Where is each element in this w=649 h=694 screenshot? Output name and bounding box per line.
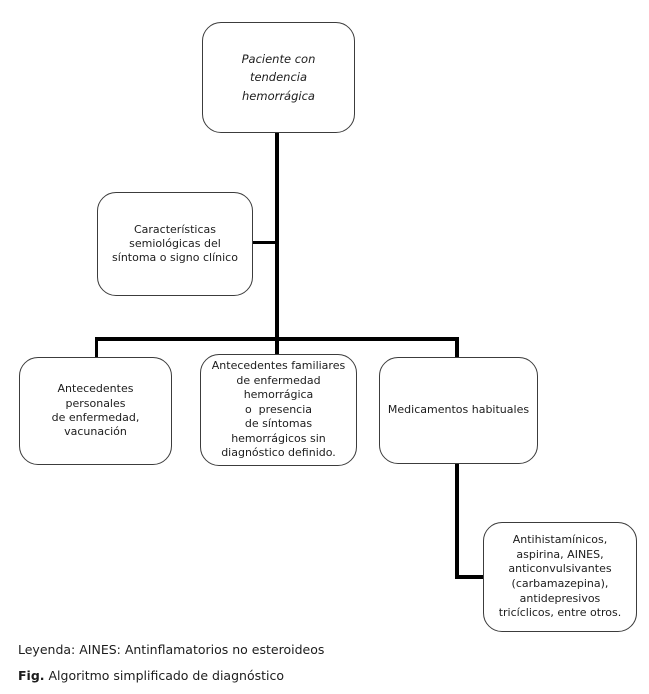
node-medications: Medicamentos habituales (379, 357, 538, 464)
connector-to-medication-examples (455, 575, 483, 579)
figure-caption: Fig. Algoritmo simplificado de diagnósti… (18, 668, 284, 683)
figure-caption-label: Fig. (18, 668, 45, 683)
connector-medications-down (455, 464, 459, 579)
node-medications-label: Medicamentos habituales (387, 403, 530, 417)
node-patient-label: Paciente con tendencia hemorrágica (241, 51, 316, 103)
node-medication-examples: Antihistamínicos, aspirina, AINES, antic… (483, 522, 637, 632)
node-personal-history-label: Antecedentes personales de enfermedad, v… (51, 382, 140, 439)
node-semiotic-characteristics-label: Características semiológicas del síntoma… (112, 222, 238, 265)
connector-stub-personal-history (95, 337, 98, 358)
legend-text: Leyenda: AINES: Antinflamatorios no este… (18, 642, 325, 657)
node-semiotic-characteristics: Características semiológicas del síntoma… (97, 192, 253, 296)
node-family-history-label: Antecedentes familiares de enfermedad he… (211, 359, 346, 460)
figure-caption-text: Algoritmo simplificado de diagnóstico (44, 668, 285, 683)
connector-patient-to-branch (275, 131, 279, 341)
connector-semiotics-to-trunk (252, 241, 277, 244)
connector-stub-medications (455, 337, 459, 358)
node-family-history: Antecedentes familiares de enfermedad he… (200, 354, 357, 466)
node-personal-history: Antecedentes personales de enfermedad, v… (19, 357, 172, 465)
node-patient: Paciente con tendencia hemorrágica (202, 22, 355, 133)
connector-branch-horizontal (95, 337, 459, 341)
node-medication-examples-label: Antihistamínicos, aspirina, AINES, antic… (498, 533, 622, 620)
connector-stub-family-history (275, 341, 279, 355)
